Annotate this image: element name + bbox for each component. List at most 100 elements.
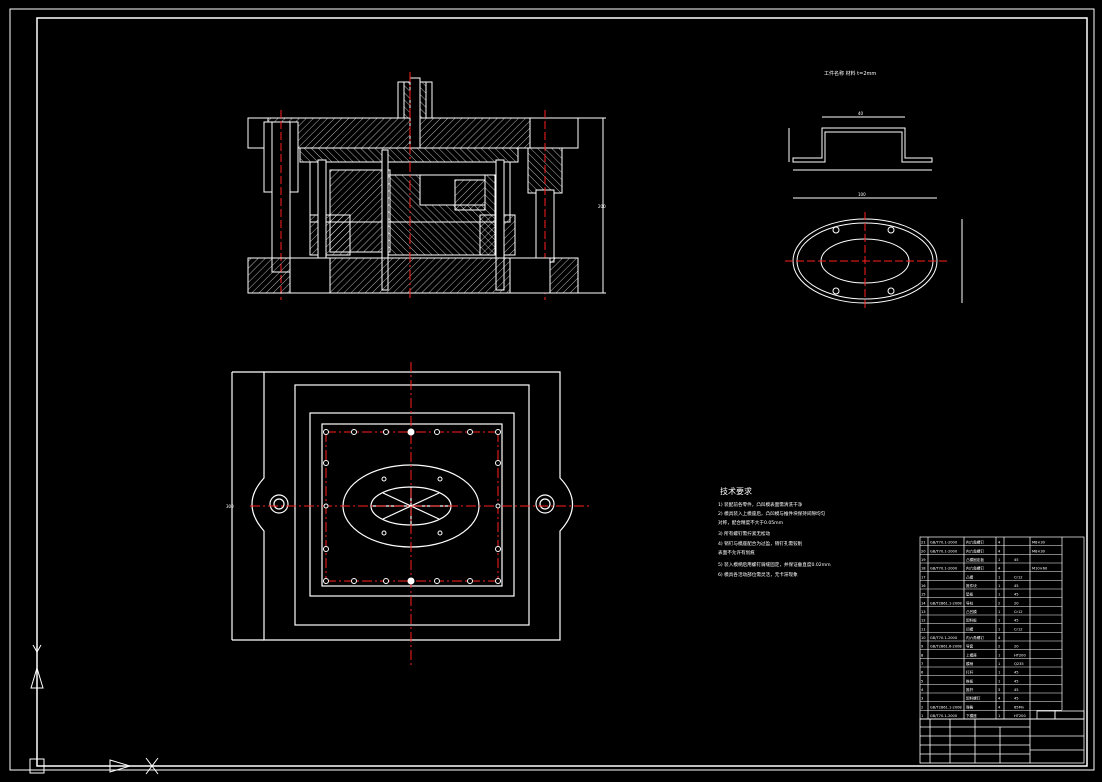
bom-cell-qty: 4 xyxy=(998,705,1001,709)
bom-cell-name: 内六角螺钉 xyxy=(966,540,984,545)
bom-cell-no: 6 xyxy=(921,671,924,675)
bom-cell-name: 卸料螺钉 xyxy=(966,696,981,701)
bom-cell-no: 11 xyxy=(921,627,926,631)
bom-cell-qty: 1 xyxy=(998,619,1000,623)
bom-cell-name: 弹簧 xyxy=(966,704,974,709)
bom-cell-no: 21 xyxy=(921,541,926,545)
bom-cell-std: GB/T70.1-2000 xyxy=(930,714,958,718)
bom-cell-no: 8 xyxy=(921,653,924,657)
bom-cell-std: GB/T70.1-2000 xyxy=(930,567,958,571)
bom-cell-qty: 4 xyxy=(998,697,1001,701)
bom-cell-qty: 4 xyxy=(998,567,1001,571)
bom-cell-note: M8×30 xyxy=(1032,549,1046,553)
bom-cell-mat: Cr12 xyxy=(1014,610,1023,614)
bom-cell-no: 1 xyxy=(921,714,923,718)
bom-cell-mat: 20 xyxy=(1014,601,1019,605)
tech-req-line: 1) 装配前各零件，凸凹模表面需清洗干净 xyxy=(718,501,803,508)
title-block xyxy=(919,710,1085,764)
bom-cell-qty: 4 xyxy=(998,636,1001,640)
bom-cell-name: 推板 xyxy=(966,678,974,683)
svg-text:40: 40 xyxy=(858,111,864,116)
bom-cell-no: 14 xyxy=(921,601,926,605)
bom-cell-no: 7 xyxy=(921,662,923,666)
bom-cell-qty: 1 xyxy=(998,671,1000,675)
bom-cell-mat: 45 xyxy=(1014,688,1019,692)
bom-cell-name: 内六角螺钉 xyxy=(966,548,984,553)
bom-cell-note: M10×60 xyxy=(1032,567,1048,571)
bom-cell-name: 内六角螺钉 xyxy=(966,566,984,571)
bom-cell-no: 15 xyxy=(921,593,926,597)
bom-cell-qty: 1 xyxy=(998,679,1000,683)
bom-cell-std: GB/T70.1-2000 xyxy=(930,636,958,640)
svg-text:300: 300 xyxy=(226,504,234,509)
bom-cell-mat: 45 xyxy=(1014,558,1019,562)
bom-cell-mat: 45 xyxy=(1014,619,1019,623)
bom-cell-std: GB/T2861.6-2008 xyxy=(930,645,962,649)
bom-cell-name: 凸模 xyxy=(966,574,974,579)
bom-cell-no: 17 xyxy=(921,575,926,579)
bom-cell-std: GB/T2861.1-2008 xyxy=(930,601,962,605)
bom-cell-qty: 1 xyxy=(998,558,1000,562)
ucs-axis-icon xyxy=(29,644,159,775)
bom-cell-name: 凹模 xyxy=(966,626,974,631)
bom-cell-qty: 1 xyxy=(998,627,1000,631)
bom-cell-mat: 20 xyxy=(1014,645,1019,649)
part-views: 40 100 xyxy=(785,111,963,310)
drawing-frame xyxy=(9,8,1095,771)
bom-cell-qty: 1 xyxy=(998,653,1000,657)
bom-cell-no: 2 xyxy=(921,705,923,709)
bom-cell-qty: 2 xyxy=(998,645,1000,649)
bom-cell-mat: 45 xyxy=(1014,671,1019,675)
technical-requirements: 技术要求 1) 装配前各零件，凸凹模表面需清洗干净 2) 模具装入上模座后，凸凹… xyxy=(718,486,831,578)
bom-cell-mat: 45 xyxy=(1014,584,1019,588)
bom-cell-name: 下模座 xyxy=(966,713,977,718)
bom-cell-name: 内六角螺钉 xyxy=(966,635,984,640)
tech-req-line: 5) 装入模柄后用螺钉骑缝固定，并保证垂直度0.02mm xyxy=(718,561,831,568)
bom-cell-name: 推杆 xyxy=(966,687,974,692)
bom-cell-mat: HT200 xyxy=(1014,653,1026,657)
bom-cell-no: 13 xyxy=(921,610,926,614)
bom-cell-no: 5 xyxy=(921,679,923,683)
bom-cell-mat: 45 xyxy=(1014,593,1019,597)
bom-cell-mat: 45 xyxy=(1014,679,1019,683)
bom-cell-qty: 4 xyxy=(998,541,1001,545)
bom-cell-note: M8×30 xyxy=(1032,541,1046,545)
bom-cell-name: 打杆 xyxy=(966,670,974,675)
bom-cell-name: 模柄 xyxy=(966,661,974,666)
bom-cell-mat: Cr12 xyxy=(1014,575,1023,579)
bom-cell-std: GB/T2861.1-2008 xyxy=(930,705,962,709)
bom-cell-name: 垫板 xyxy=(966,592,974,597)
bom-cell-mat: 45 xyxy=(1014,697,1019,701)
svg-text:100: 100 xyxy=(858,192,866,197)
bom-cell-no: 12 xyxy=(921,619,926,623)
tech-req-line: 4) 销钉与模座配合为过盈，销钉孔需铰削 xyxy=(718,540,803,547)
front-section-view: 200 xyxy=(247,72,606,300)
bom-cell-no: 9 xyxy=(921,645,924,649)
bom-cell-mat: Q235 xyxy=(1014,662,1024,666)
tech-req-line: 对称，配合精度不大于0.05mm xyxy=(718,519,784,526)
bom-cell-qty: 1 xyxy=(998,584,1000,588)
bom-cell-no: 4 xyxy=(921,688,924,692)
bom-cell-mat: HT200 xyxy=(1014,714,1026,718)
bom-cell-qty: 1 xyxy=(998,662,1000,666)
bom-cell-mat: 65Mn xyxy=(1014,705,1024,709)
bom-cell-mat: Cr12 xyxy=(1014,627,1023,631)
bom-cell-std: GB/T70.1-2000 xyxy=(930,549,958,553)
bom-cell-name: 凸模固定板 xyxy=(966,557,984,562)
plan-view-holes xyxy=(323,428,501,585)
tech-req-line: 6) 模具各活动部位需灵活，无卡滞现象 xyxy=(718,571,798,578)
tech-req-line: 2) 模具装入上模座后，凸凹模与推件块保持间隙均匀 xyxy=(718,510,826,517)
bom-cell-name: 卸料板 xyxy=(966,618,977,623)
plan-view-centerlines xyxy=(250,362,590,668)
bom-cell-name: 导套 xyxy=(966,644,974,649)
bom-cell-std: GB/T70.1-2000 xyxy=(930,541,958,545)
tech-req-line: 表面不允许有划痕 xyxy=(718,549,755,556)
bom-cell-qty: 2 xyxy=(998,601,1000,605)
tech-req-line: 3) 所有螺钉需拧紧无松动 xyxy=(718,530,771,537)
bom-table xyxy=(919,536,1085,720)
bom-cell-no: 10 xyxy=(921,636,926,640)
bom-cell-no: 18 xyxy=(921,567,926,571)
bom-cell-no: 20 xyxy=(921,549,926,553)
